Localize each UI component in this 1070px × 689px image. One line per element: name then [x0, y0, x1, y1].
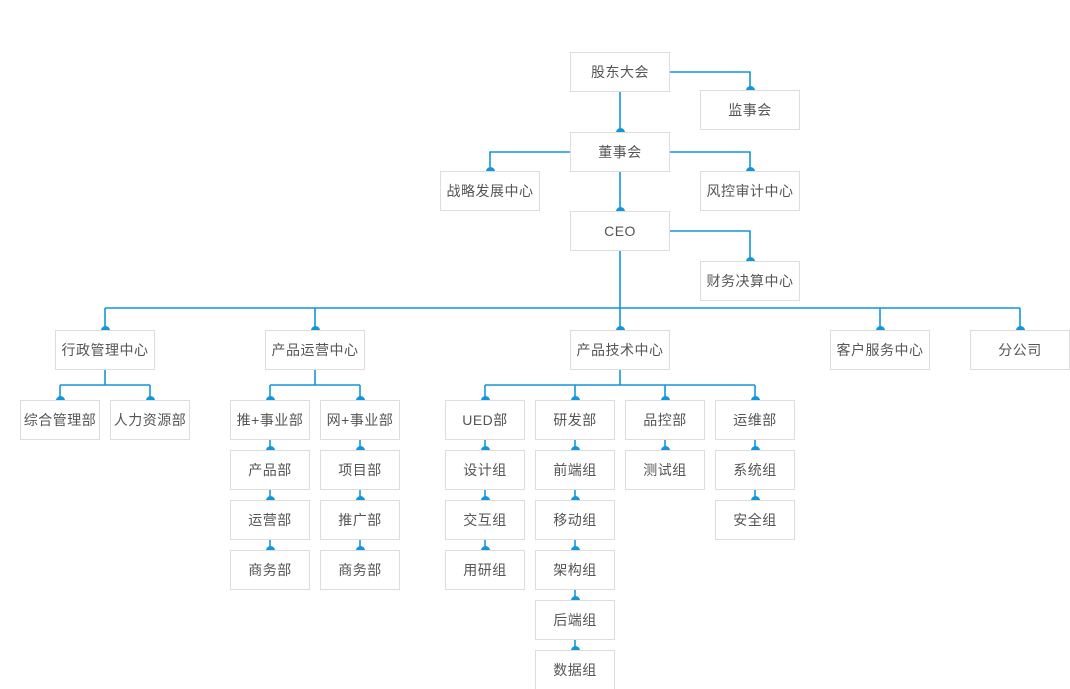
ceo-to-finance [670, 230, 751, 261]
node-biz-dept-1[interactable]: 商务部 [230, 550, 310, 590]
shareholders-to-supervisors [670, 71, 751, 90]
node-riskaudit[interactable]: 风控审计中心 [700, 171, 800, 211]
node-backend-group[interactable]: 后端组 [535, 600, 615, 640]
node-product-ops-center[interactable]: 产品运营中心 [265, 330, 365, 370]
node-admin-center[interactable]: 行政管理中心 [55, 330, 155, 370]
node-product-dept[interactable]: 产品部 [230, 450, 310, 490]
node-frontend-group[interactable]: 前端组 [535, 450, 615, 490]
node-strategy[interactable]: 战略发展中心 [440, 171, 540, 211]
node-interaction-group[interactable]: 交互组 [445, 500, 525, 540]
node-supervisors[interactable]: 监事会 [700, 90, 800, 130]
node-design-group[interactable]: 设计组 [445, 450, 525, 490]
node-shareholders[interactable]: 股东大会 [570, 52, 670, 92]
node-mobile-group[interactable]: 移动组 [535, 500, 615, 540]
node-biz-dept-2[interactable]: 商务部 [320, 550, 400, 590]
board-to-riskaudit [670, 151, 751, 171]
node-ops-dept[interactable]: 运营部 [230, 500, 310, 540]
node-wang-bu[interactable]: 网+事业部 [320, 400, 400, 440]
node-ceo[interactable]: CEO [570, 211, 670, 251]
node-system-group[interactable]: 系统组 [715, 450, 795, 490]
node-arch-group[interactable]: 架构组 [535, 550, 615, 590]
node-customer-service-center[interactable]: 客户服务中心 [830, 330, 930, 370]
node-branch-company[interactable]: 分公司 [970, 330, 1070, 370]
node-qa-dept[interactable]: 品控部 [625, 400, 705, 440]
node-test-group[interactable]: 测试组 [625, 450, 705, 490]
node-hr[interactable]: 人力资源部 [110, 400, 190, 440]
node-security-group[interactable]: 安全组 [715, 500, 795, 540]
node-ued-dept[interactable]: UED部 [445, 400, 525, 440]
node-board[interactable]: 董事会 [570, 132, 670, 172]
node-product-tech-center[interactable]: 产品技术中心 [570, 330, 670, 370]
node-data-group[interactable]: 数据组 [535, 650, 615, 689]
board-to-strategy [489, 151, 570, 171]
node-general-admin[interactable]: 综合管理部 [20, 400, 100, 440]
node-project-dept[interactable]: 项目部 [320, 450, 400, 490]
node-userresearch-group[interactable]: 用研组 [445, 550, 525, 590]
node-finance[interactable]: 财务决算中心 [700, 261, 800, 301]
node-ops-tech-dept[interactable]: 运维部 [715, 400, 795, 440]
node-tui-bu[interactable]: 推+事业部 [230, 400, 310, 440]
node-promo-dept[interactable]: 推广部 [320, 500, 400, 540]
node-rd-dept[interactable]: 研发部 [535, 400, 615, 440]
